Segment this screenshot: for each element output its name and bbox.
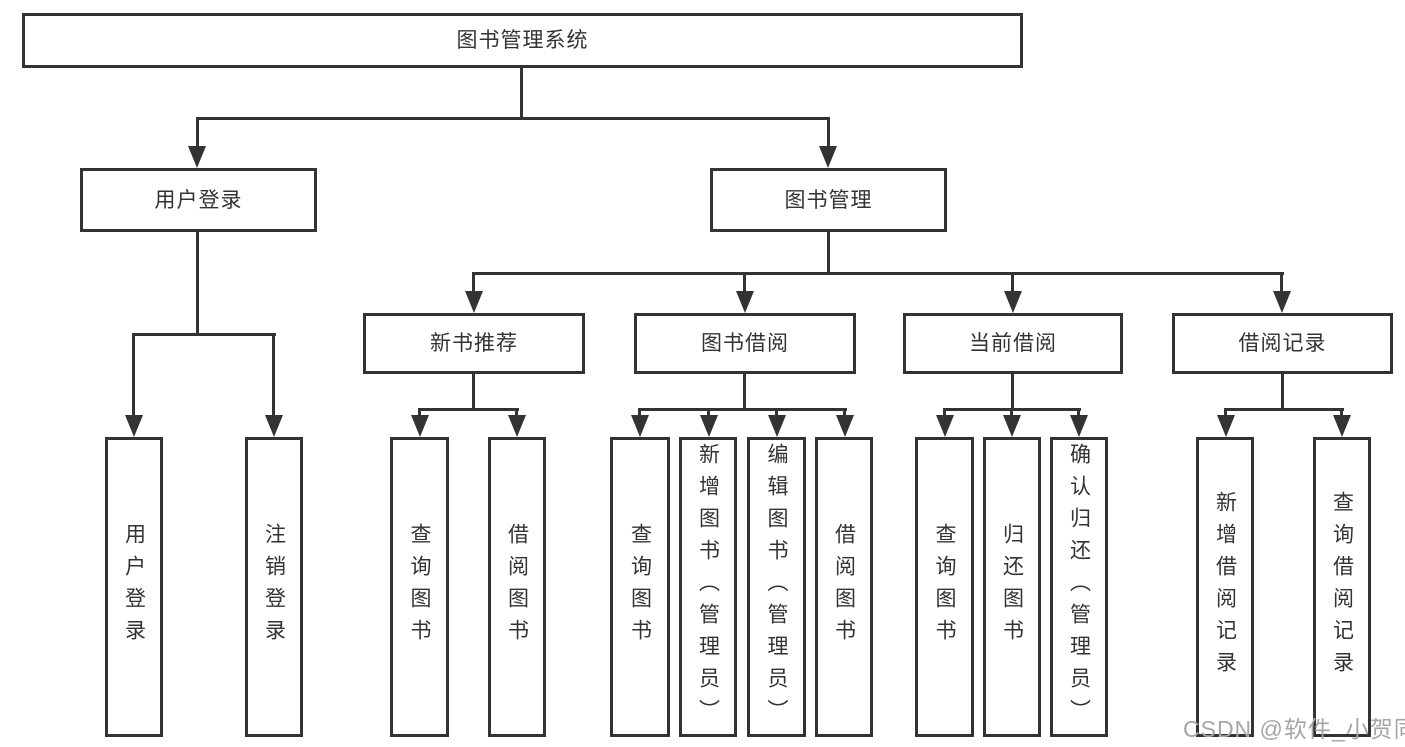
arrow-down-icon — [1273, 291, 1291, 313]
connector-line — [1011, 272, 1014, 293]
leaf-user-login: 用户登录 — [105, 437, 163, 737]
leaf-logout: 注销登录 — [245, 437, 303, 737]
leaf-query-borrow-record: 查询借阅记录 — [1313, 437, 1371, 737]
arrow-down-icon — [188, 146, 206, 168]
leaf-return-books: 归还图书 — [983, 437, 1041, 737]
node-borrow-records: 借阅记录 — [1172, 313, 1393, 374]
connector-line — [272, 333, 275, 417]
node-label: 查询图书 — [408, 523, 431, 651]
connector-line — [743, 374, 746, 410]
connector-line — [418, 408, 421, 418]
leaf-current-query-books: 查询图书 — [915, 437, 974, 737]
arrow-down-icon — [836, 415, 854, 437]
connector-line — [943, 408, 946, 418]
node-label: 编辑图书（管理员） — [765, 443, 788, 731]
connector-line — [472, 272, 475, 293]
connector-line — [1340, 408, 1343, 418]
watermark: CSDN @软件_小贺同学 — [1183, 716, 1405, 742]
connector-line — [132, 333, 276, 336]
connector-line — [743, 272, 746, 293]
node-label: 图书管理 — [784, 188, 873, 212]
node-label: 确认归还（管理员） — [1067, 443, 1091, 731]
arrow-down-icon — [631, 415, 649, 437]
node-book-borrow: 图书借阅 — [634, 313, 856, 374]
connector-line — [843, 408, 846, 418]
arrow-down-icon — [1217, 415, 1235, 437]
arrow-down-icon — [465, 291, 483, 313]
node-label: 当前借阅 — [969, 332, 1057, 355]
node-label: 用户登录 — [122, 523, 146, 651]
node-label: 借阅图书 — [505, 523, 529, 651]
node-label: 查询图书 — [933, 523, 956, 651]
node-label: 归还图书 — [1000, 523, 1024, 651]
leaf-borrow-books: 借阅图书 — [815, 437, 873, 737]
leaf-recommend-borrow-books: 借阅图书 — [488, 437, 546, 737]
node-label: 借阅记录 — [1238, 332, 1327, 355]
connector-line — [1281, 374, 1284, 410]
connector-line — [1011, 374, 1014, 410]
connector-line — [196, 117, 830, 120]
node-label: 图书借阅 — [701, 332, 789, 355]
arrow-down-icon — [700, 415, 718, 437]
connector-line — [196, 117, 199, 149]
node-label: 查询借阅记录 — [1330, 491, 1354, 683]
arrow-down-icon — [768, 415, 786, 437]
connector-line — [196, 232, 199, 336]
connector-line — [1224, 408, 1227, 418]
arrow-down-icon — [736, 291, 754, 313]
connector-line — [775, 408, 778, 418]
connector-line — [827, 232, 830, 274]
arrow-down-icon — [125, 415, 143, 437]
node-label: 用户登录 — [154, 188, 243, 212]
connector-line — [515, 408, 518, 418]
connector-line — [1077, 408, 1080, 418]
node-current-borrow: 当前借阅 — [903, 313, 1123, 374]
node-label: 查询图书 — [628, 523, 652, 651]
connector-line — [827, 117, 830, 149]
node-label: 新增图书（管理员） — [696, 443, 720, 731]
arrow-down-icon — [508, 415, 526, 437]
connector-line — [132, 333, 135, 417]
arrow-down-icon — [819, 146, 837, 168]
connector-line — [707, 408, 710, 418]
connector-line — [1280, 272, 1283, 293]
connector-line — [1010, 408, 1013, 418]
node-label: 图书管理系统 — [456, 29, 589, 52]
arrow-down-icon — [1004, 291, 1022, 313]
node-root: 图书管理系统 — [22, 13, 1023, 68]
arrow-down-icon — [1070, 415, 1088, 437]
leaf-recommend-query-books: 查询图书 — [390, 437, 449, 737]
node-label: 新书推荐 — [430, 332, 518, 355]
arrow-down-icon — [265, 415, 283, 437]
node-book-management: 图书管理 — [710, 168, 947, 232]
arrow-down-icon — [936, 415, 954, 437]
leaf-edit-books-admin: 编辑图书（管理员） — [747, 437, 806, 737]
leaf-confirm-return-admin: 确认归还（管理员） — [1050, 437, 1108, 737]
leaf-add-books-admin: 新增图书（管理员） — [679, 437, 737, 737]
leaf-add-borrow-record: 新增借阅记录 — [1196, 437, 1254, 737]
node-new-book-recommend: 新书推荐 — [363, 313, 585, 374]
node-label: 借阅图书 — [832, 523, 856, 651]
node-label: 注销登录 — [262, 523, 286, 651]
arrow-down-icon — [411, 415, 429, 437]
connector-line — [472, 272, 1284, 275]
node-user-login: 用户登录 — [80, 168, 317, 232]
arrow-down-icon — [1003, 415, 1021, 437]
connector-line — [520, 68, 523, 119]
connector-line — [638, 408, 847, 411]
connector-line — [472, 374, 475, 410]
connector-line — [418, 408, 519, 411]
connector-line — [1224, 408, 1344, 411]
leaf-borrow-query-books: 查询图书 — [610, 437, 670, 737]
arrow-down-icon — [1333, 415, 1351, 437]
node-label: 新增借阅记录 — [1213, 491, 1237, 683]
connector-line — [638, 408, 641, 418]
